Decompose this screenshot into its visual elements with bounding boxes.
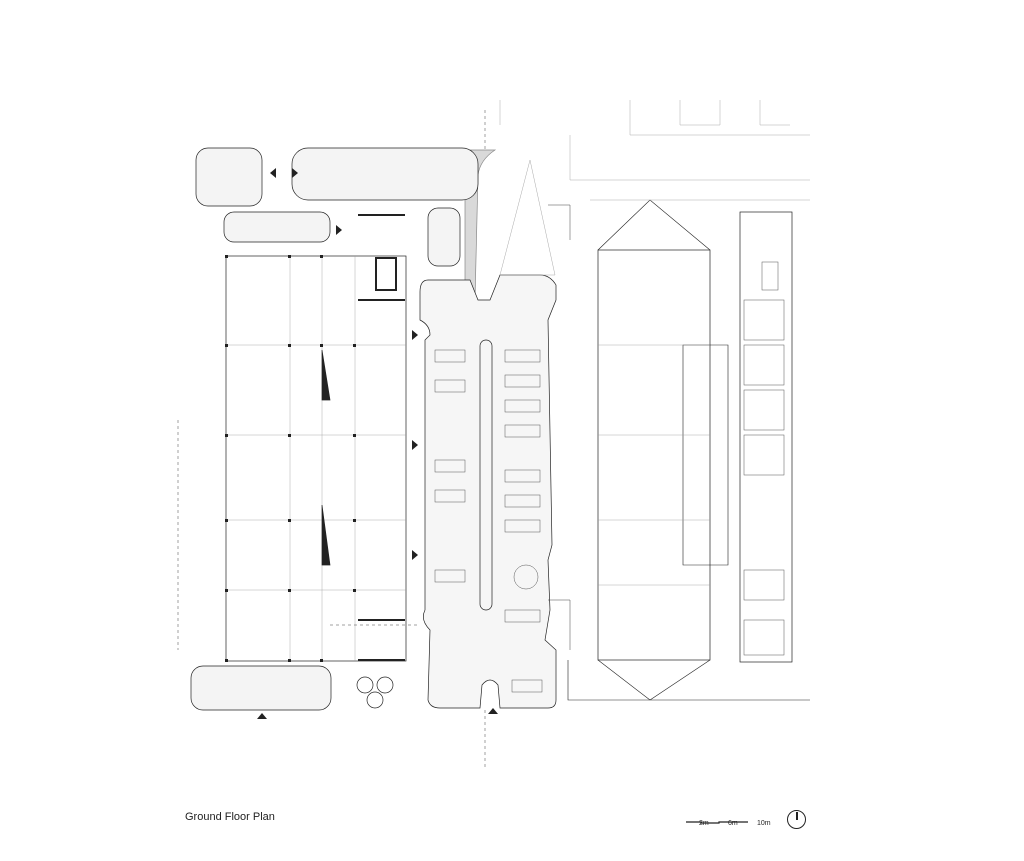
scale-bar: 2m 6m 10m	[686, 812, 786, 832]
pod-north-small	[223, 211, 331, 243]
east-building	[739, 211, 793, 663]
scale-bar-line	[686, 821, 748, 824]
pod-north-center	[427, 207, 461, 267]
left-building-grid	[226, 256, 406, 661]
drawing-title: Ground Floor Plan	[185, 811, 275, 823]
left-building	[225, 255, 407, 662]
workstations	[434, 349, 543, 693]
scale-label-2m: 2m	[699, 820, 709, 827]
pod-north-long	[291, 147, 479, 201]
central-spine	[479, 339, 493, 611]
pod-southwest	[190, 665, 332, 711]
central-building	[419, 274, 557, 709]
pod-northwest	[195, 147, 263, 207]
structural-columns	[225, 255, 356, 662]
north-arrow-icon	[787, 810, 806, 829]
scale-label-10m: 10m	[757, 820, 771, 827]
right-building	[597, 249, 711, 661]
entry-arrows	[257, 168, 498, 719]
scale-label-6m: 6m	[728, 820, 738, 827]
